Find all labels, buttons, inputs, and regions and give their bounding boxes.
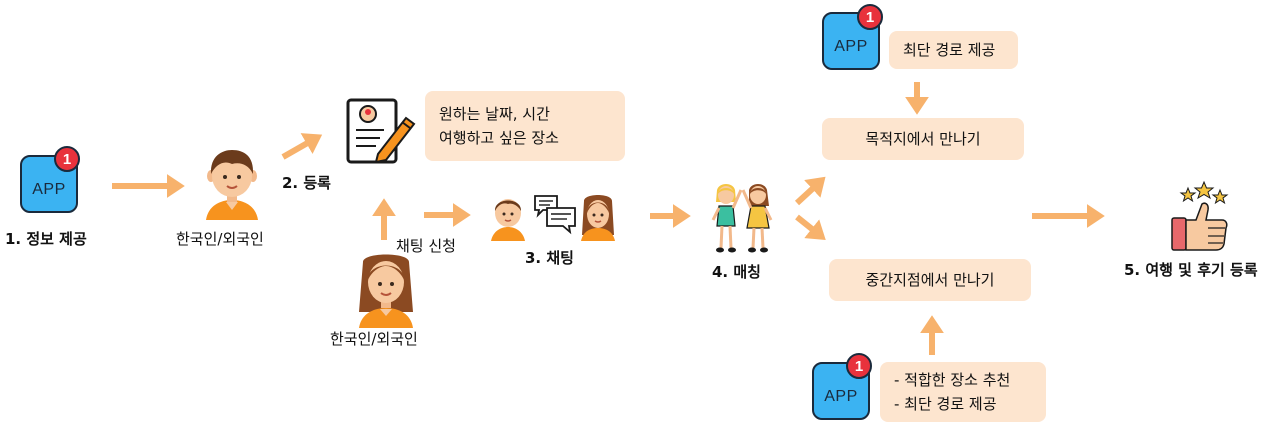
- girl-person-icon: [359, 254, 413, 328]
- bottom-app-line-1: - 적합한 장소 추천: [894, 371, 1011, 389]
- left-person-label: 한국인/외국인: [176, 230, 264, 248]
- chat-boy-icon: [491, 199, 525, 241]
- arrow-match-to-destination: [794, 176, 826, 206]
- step2-label: 2. 등록: [282, 174, 331, 192]
- bottom-app-recommend-box: - 적합한 장소 추천 - 최단 경로 제공: [880, 362, 1046, 422]
- registration-line-2: 여행하고 싶은 장소: [439, 129, 559, 147]
- arrow-match-to-midpoint: [795, 214, 826, 240]
- speech-bubbles-icon: [534, 195, 576, 235]
- thumbs-up-stars-icon: [1171, 180, 1229, 251]
- registration-form-icon: [346, 98, 416, 164]
- step5-label: 5. 여행 및 후기 등록: [1124, 261, 1258, 279]
- app-icon-text: APP: [32, 181, 66, 198]
- step1-label: 1. 정보 제공: [5, 230, 87, 248]
- notification-badge: 1: [857, 4, 883, 30]
- meet-destination-box: 목적지에서 만나기: [822, 118, 1024, 160]
- top-app-route-text: 최단 경로 제공: [903, 41, 996, 59]
- registration-line-1: 원하는 날짜, 시간: [439, 105, 550, 123]
- high-five-girls-icon: [711, 184, 773, 253]
- top-app-route-box: 최단 경로 제공: [889, 31, 1018, 69]
- bottom-app-line-2: - 최단 경로 제공: [894, 395, 997, 413]
- registration-info-box: 원하는 날짜, 시간 여행하고 싶은 장소: [425, 91, 625, 161]
- meet-midpoint-box: 중간지점에서 만나기: [829, 259, 1031, 301]
- chat-girl-icon: [581, 195, 615, 241]
- notification-badge: 1: [846, 353, 872, 379]
- app-icon-text: APP: [824, 388, 858, 405]
- notification-badge: 1: [54, 146, 80, 172]
- step3-label: 3. 채팅: [525, 249, 574, 267]
- meet-destination-text: 목적지에서 만나기: [865, 130, 981, 148]
- app-icon-text: APP: [834, 38, 868, 55]
- bottom-person-label: 한국인/외국인: [330, 330, 418, 348]
- chat-request-label: 채팅 신청: [396, 237, 456, 255]
- arrow-person-to-register: [281, 133, 323, 160]
- step4-label: 4. 매칭: [712, 263, 761, 281]
- boy-person-icon: [206, 150, 258, 220]
- meet-midpoint-text: 중간지점에서 만나기: [865, 271, 995, 289]
